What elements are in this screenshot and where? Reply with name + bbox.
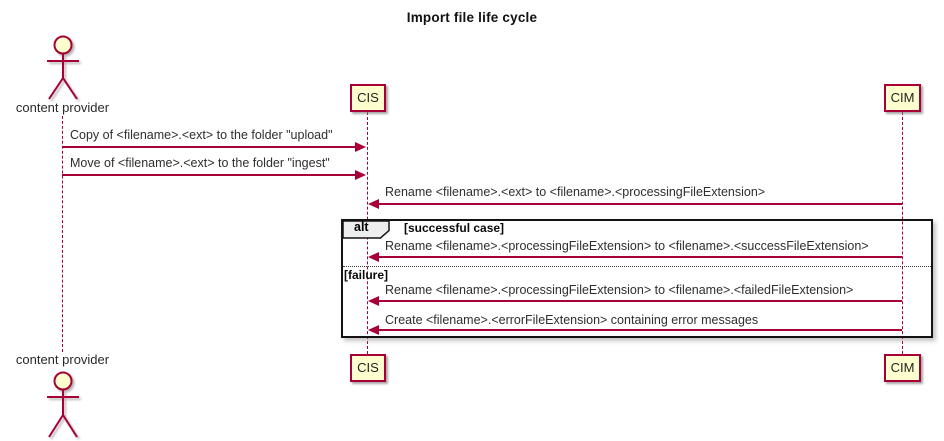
arrowhead-right-icon — [355, 142, 366, 152]
alt-condition-success: [successful case] — [404, 221, 505, 235]
alt-condition-failure: [failure] — [344, 268, 389, 282]
lifeline-cim — [902, 112, 903, 354]
arrowhead-left-icon — [368, 199, 379, 209]
actor-stick-figure-icon — [47, 371, 79, 438]
message-line — [62, 174, 356, 176]
alt-fragment-frame — [341, 219, 933, 338]
participant-box-cim-top: CIM — [884, 84, 921, 112]
message-rename-failed: Rename <filename>.<processingFileExtensi… — [385, 283, 854, 297]
message-line — [62, 146, 356, 148]
message-rename-success: Rename <filename>.<processingFileExtensi… — [385, 239, 869, 253]
actor-label-bottom: content provider — [15, 352, 110, 367]
message-line — [379, 329, 902, 331]
actor-label-top: content provider — [15, 100, 110, 115]
alt-section-divider — [343, 266, 931, 267]
arrowhead-left-icon — [368, 296, 379, 306]
participant-box-cis-bottom: CIS — [350, 354, 386, 382]
message-line — [379, 203, 902, 205]
diagram-title: Import file life cycle — [406, 10, 538, 25]
actor-stick-figure-icon — [47, 35, 79, 100]
alt-operator-pentagon-icon — [343, 221, 390, 239]
message-move-ingest: Move of <filename>.<ext> to the folder "… — [70, 156, 330, 170]
message-line — [379, 256, 902, 258]
message-create-error-file: Create <filename>.<errorFileExtension> c… — [385, 313, 759, 327]
message-rename-processing: Rename <filename>.<ext> to <filename>.<p… — [385, 185, 766, 199]
participant-box-cim-bottom: CIM — [884, 354, 921, 382]
lifeline-content-provider — [62, 116, 63, 352]
message-copy-upload: Copy of <filename>.<ext> to the folder "… — [70, 128, 333, 142]
participant-box-cis-top: CIS — [350, 84, 386, 112]
arrowhead-right-icon — [355, 170, 366, 180]
arrowhead-left-icon — [368, 325, 379, 335]
arrowhead-left-icon — [368, 252, 379, 262]
message-line — [379, 300, 902, 302]
alt-operator-label: alt — [354, 220, 369, 234]
